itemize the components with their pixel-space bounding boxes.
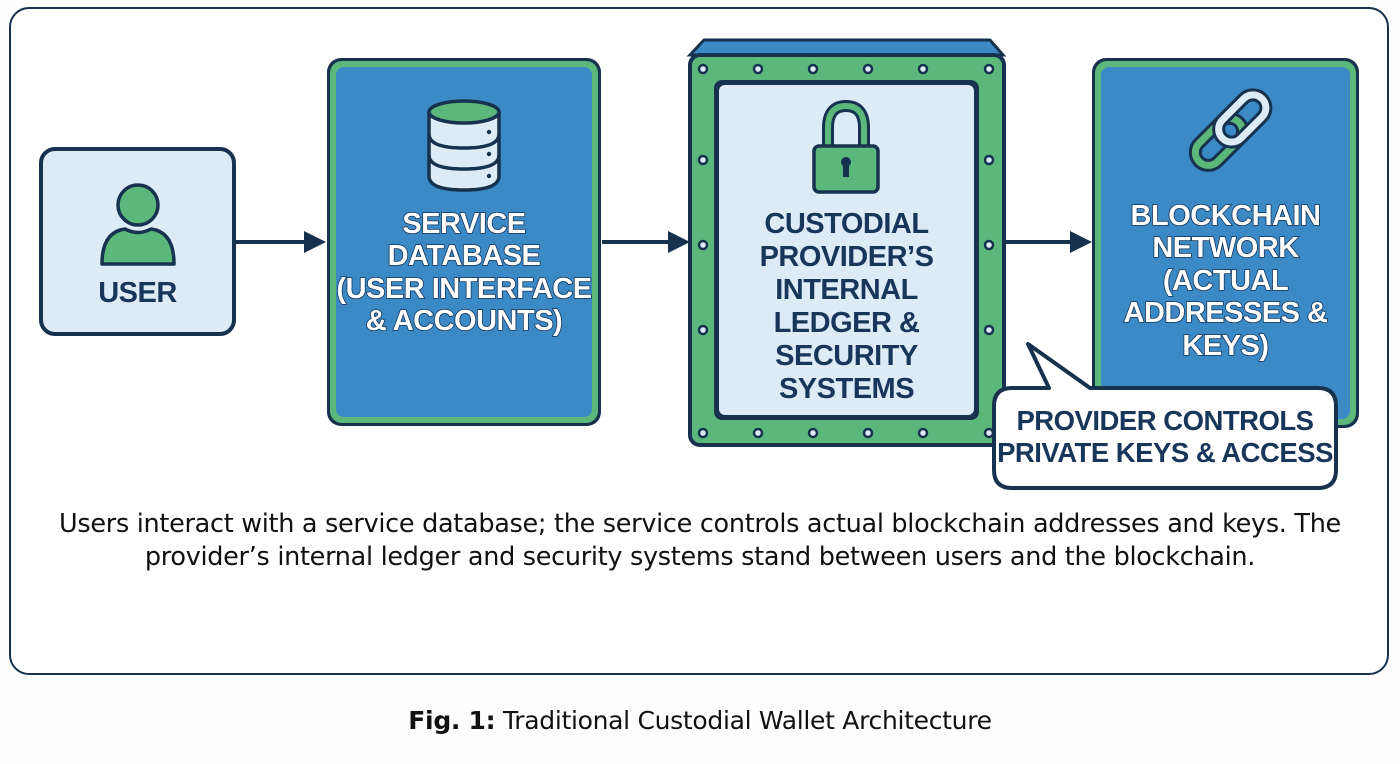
rivet	[862, 427, 874, 439]
custodial-provider-label: CUSTODIAL PROVIDER’S INTERNAL LEDGER & S…	[759, 208, 934, 406]
blockchain-network-label: BLOCKCHAIN NETWORK (ACTUAL ADDRESSES & K…	[1123, 199, 1329, 362]
rivet	[752, 63, 764, 75]
rivet	[697, 63, 709, 75]
callout-label: PROVIDER CONTROLS PRIVATE KEYS & ACCESS	[997, 405, 1333, 469]
user-node	[39, 147, 236, 336]
database-icon	[427, 99, 501, 192]
figure-title: Fig. 1: Traditional Custodial Wallet Arc…	[0, 706, 1400, 735]
blockchain-network-node	[1092, 58, 1359, 428]
rivet	[807, 427, 819, 439]
callout-bubble	[992, 342, 1338, 490]
rivet	[807, 63, 819, 75]
arrow-user-to-database	[234, 231, 326, 253]
rivet	[697, 324, 709, 336]
rivet	[983, 239, 995, 251]
rivet	[697, 427, 709, 439]
rivet	[697, 239, 709, 251]
rivet	[697, 154, 709, 166]
rivet	[983, 63, 995, 75]
service-database-node	[327, 58, 601, 426]
rivet	[983, 427, 995, 439]
rivet	[862, 63, 874, 75]
rivet	[983, 324, 995, 336]
diagram-caption: Users interact with a service database; …	[59, 509, 1341, 572]
user-label: USER	[98, 277, 177, 309]
rivet	[983, 154, 995, 166]
service-database-label: SERVICE DATABASE (USER INTERFACE & ACCOU…	[336, 207, 593, 338]
custodial-provider-node	[686, 38, 1007, 447]
arrow-custodial-to-blockchain	[1004, 231, 1092, 253]
rivet	[917, 63, 929, 75]
vault-rivets	[697, 63, 995, 439]
arrow-database-to-custodial	[602, 231, 690, 253]
figure-number: Fig. 1:	[408, 706, 496, 735]
rivet	[752, 427, 764, 439]
chain-link-icon	[1188, 88, 1273, 172]
figure-title-text: Traditional Custodial Wallet Architectur…	[495, 706, 992, 735]
rivet	[917, 427, 929, 439]
padlock-icon	[812, 99, 880, 194]
user-icon	[100, 183, 176, 266]
